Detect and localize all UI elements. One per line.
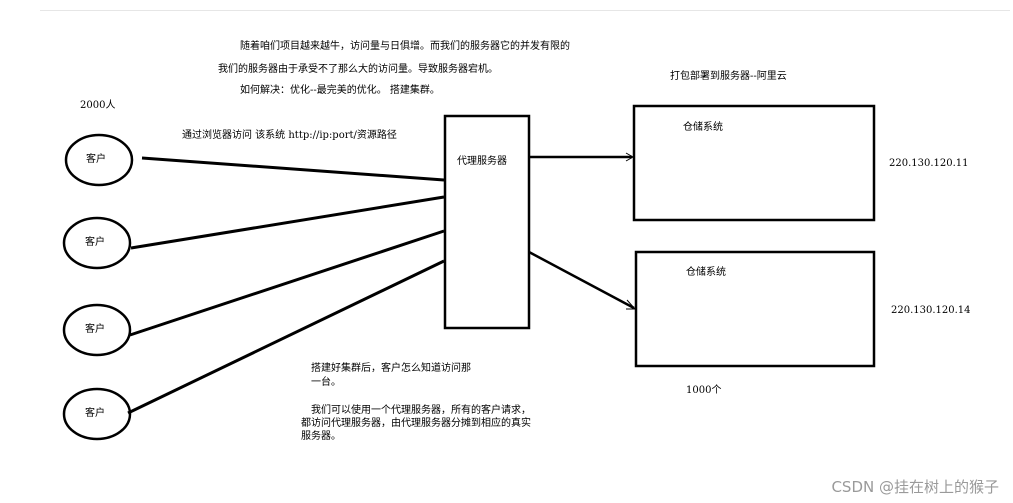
proxy-box (443, 114, 531, 330)
top-divider (40, 10, 1010, 11)
client-label-4: 客户 (85, 408, 105, 419)
connector-proxy-server-2 (528, 250, 635, 310)
watermark: CSDN @挂在树上的猴子 (831, 478, 999, 496)
footer-note-1: 搭建好集群后，客户怎么知道访问那 (311, 363, 471, 374)
footer-note-3: 我们可以使用一个代理服务器，所有的客户请求， (311, 405, 531, 416)
browser-access-note: 通过浏览器访问 该系统 http://ip:port/资源路径 (182, 130, 397, 141)
client-label-1: 客户 (86, 154, 106, 165)
client-ellipse-2 (62, 216, 132, 270)
connector-client-4 (127, 259, 445, 415)
footer-note-4: 都访问代理服务器，由代理服务器分摊到相应的真实 (301, 418, 531, 429)
client-ellipse-1 (64, 133, 134, 187)
users-count: 2000人 (80, 100, 116, 111)
header-note-1: 随着咱们项目越来越牛，访问量与日俱增。而我们的服务器它的并发有限的 (240, 41, 570, 52)
client-label-2: 客户 (85, 237, 105, 248)
header-note-2: 我们的服务器由于承受不了那么大的访问量。导致服务器宕机。 (218, 64, 498, 75)
server-label-1: 仓储系统 (683, 122, 723, 133)
server-box-2 (634, 250, 876, 368)
servers-count: 1000个 (686, 385, 722, 396)
server-ip-1: 220.130.120.11 (889, 158, 969, 169)
server-ip-2: 220.130.120.14 (891, 305, 971, 316)
client-ellipse-3 (62, 303, 132, 357)
server-box-1 (632, 104, 876, 222)
deploy-note: 打包部署到服务器--阿里云 (670, 71, 787, 82)
footer-note-5: 服务器。 (301, 431, 341, 442)
proxy-label: 代理服务器 (457, 156, 507, 167)
client-ellipse-4 (62, 387, 132, 441)
connector-client-3 (129, 229, 445, 337)
header-note-3: 如何解决：优化--最完美的优化。 搭建集群。 (240, 85, 440, 96)
client-label-3: 客户 (85, 324, 105, 335)
footer-note-2: 一台。 (311, 377, 341, 388)
connector-client-2 (130, 195, 445, 250)
server-label-2: 仓储系统 (686, 267, 726, 278)
connector-client-1 (141, 156, 445, 182)
